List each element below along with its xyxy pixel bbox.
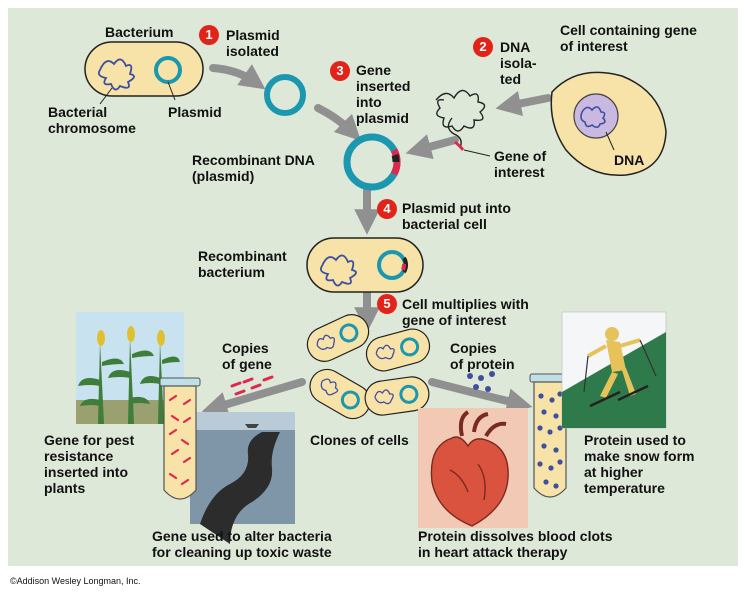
label-gene-toxic-waste: Gene used to alter bacteria for cleaning… xyxy=(152,528,332,560)
arrow-gene-to-recombinant xyxy=(405,134,459,160)
toxic-waste-picture xyxy=(190,412,295,544)
label-plasmid-put-into: Plasmid put into bacterial cell xyxy=(402,200,511,232)
arrow-to-protein-copies xyxy=(428,378,533,414)
donor-cell xyxy=(550,71,667,177)
bacterial-chromosome xyxy=(97,58,135,91)
label-recombinant-dna: Recombinant DNA (plasmid) xyxy=(192,152,315,184)
gene-copies xyxy=(230,375,274,396)
isolated-plasmid xyxy=(264,74,306,116)
bacterium xyxy=(84,41,204,105)
label-dna-isolated: DNA isola- ted xyxy=(500,39,537,87)
gene-test-tube xyxy=(159,377,201,500)
protein-copies xyxy=(467,371,495,392)
arrow-plasmid-isolated xyxy=(209,64,266,90)
isolated-dna-strand xyxy=(435,89,486,149)
step-2-badge: 2 xyxy=(473,37,493,57)
label-recombinant-bacterium: Recombinant bacterium xyxy=(198,248,287,280)
label-protein-blood-clots: Protein dissolves blood clots in heart a… xyxy=(418,528,613,560)
label-cell-containing-gene: Cell containing gene of interest xyxy=(560,22,697,54)
step-5-badge: 5 xyxy=(377,294,397,314)
label-cell-multiplies: Cell multiplies with gene of interest xyxy=(402,296,529,328)
copyright-notice: ©Addison Wesley Longman, Inc. xyxy=(10,576,141,586)
label-gene-inserted: Gene inserted into plasmid xyxy=(356,62,411,126)
label-copies-of-protein: Copies of protein xyxy=(450,340,515,372)
clone-cells xyxy=(306,314,431,420)
label-gene-of-interest: Gene of interest xyxy=(494,148,547,180)
gene-of-interest-segment xyxy=(454,140,465,151)
step-1-badge: 1 xyxy=(199,25,219,45)
label-plasmid-isolated: Plasmid isolated xyxy=(226,27,280,59)
heart-picture xyxy=(418,408,528,528)
arrow-dna-isolated xyxy=(495,90,552,117)
recombinant-plasmid xyxy=(343,133,401,191)
process-arrows xyxy=(201,64,552,417)
skier-picture xyxy=(561,311,667,429)
step-4-badge: 4 xyxy=(377,199,397,219)
step-3-badge: 3 xyxy=(330,61,350,81)
label-bacterial-chromosome: Bacterial chromosome xyxy=(48,104,136,136)
recombinant-bacterium xyxy=(306,237,424,293)
label-plasmid: Plasmid xyxy=(168,104,222,120)
label-bacterium: Bacterium xyxy=(105,24,174,40)
label-gene-pest-resistance: Gene for pest resistance inserted into p… xyxy=(44,432,135,496)
label-copies-of-gene: Copies of gene xyxy=(222,340,272,372)
label-clones-of-cells: Clones of cells xyxy=(310,432,409,448)
arrow-plasmid-to-recombinant xyxy=(314,104,362,142)
label-protein-snow: Protein used to make snow form at higher… xyxy=(584,432,695,496)
arrow-to-gene-copies xyxy=(201,378,306,417)
label-dna: DNA xyxy=(614,152,645,168)
